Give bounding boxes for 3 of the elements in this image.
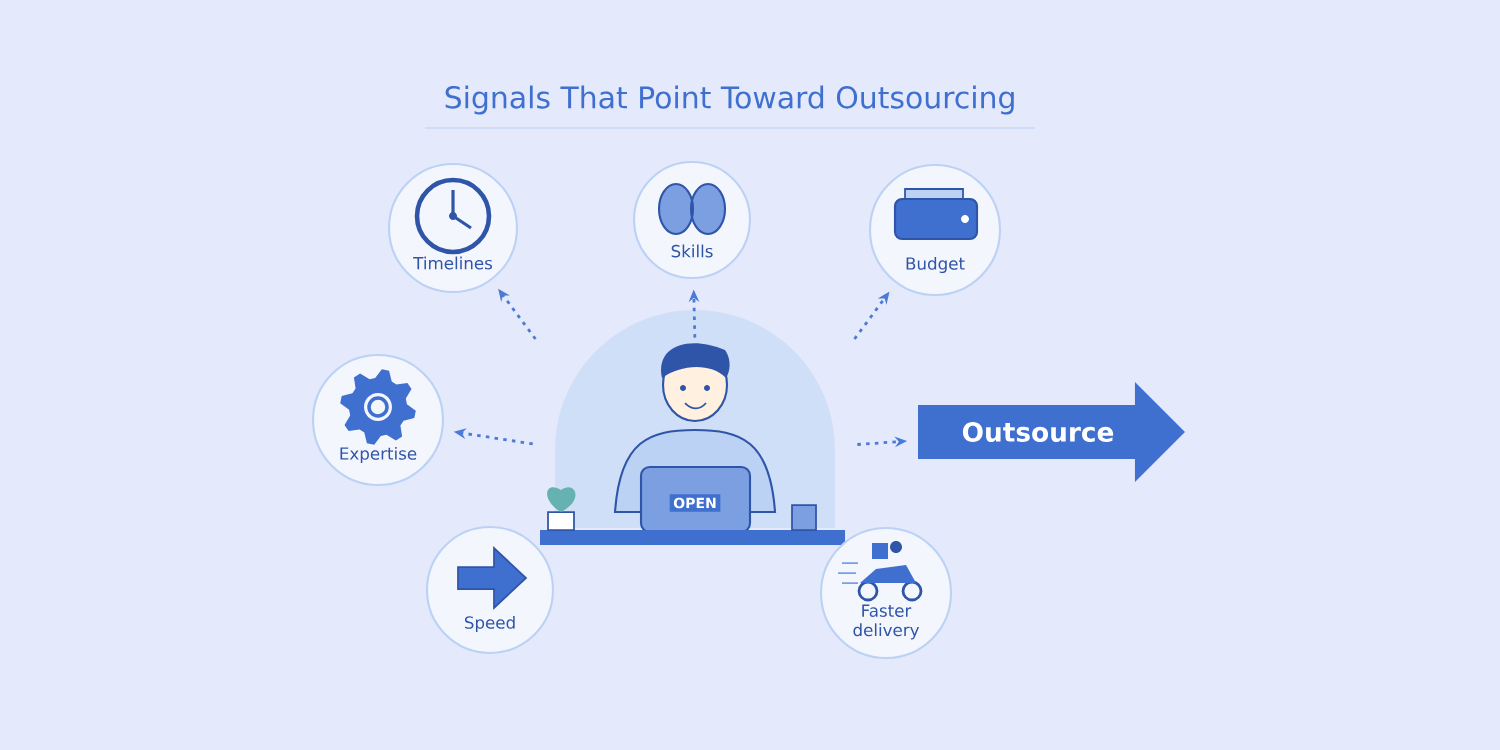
laptop-label: OPEN xyxy=(669,494,721,512)
title: Signals That Point Toward Outsourcing xyxy=(445,85,1014,115)
person-drawing xyxy=(540,310,845,545)
